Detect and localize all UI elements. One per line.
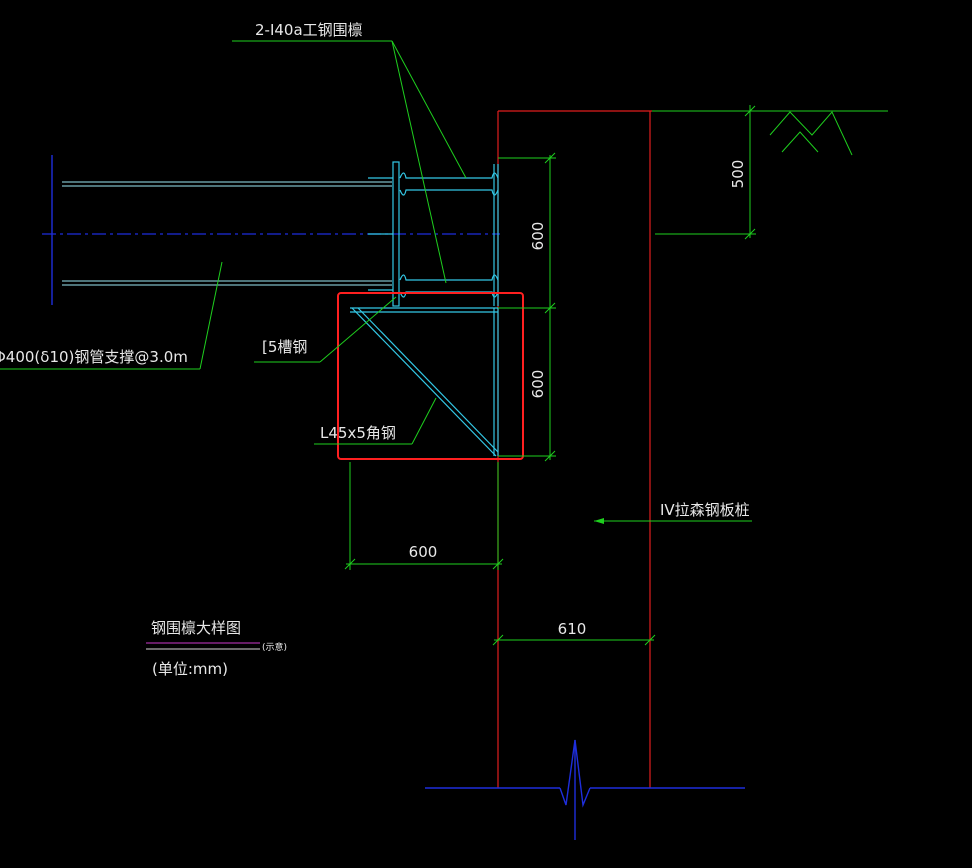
label-waler: 2-I40a工钢围檩	[232, 21, 467, 284]
unit-note: (单位:mm)	[152, 660, 228, 678]
drawing-title: 钢围檩大样图	[151, 619, 241, 637]
highlight-box	[337, 292, 524, 460]
label-sheet-pile: IV拉森钢板桩	[594, 501, 752, 524]
label-strut: Φ400(δ10)钢管支撑@3.0m	[0, 261, 223, 370]
dim-lower-600: 600	[529, 370, 547, 399]
dim-horizontal-600: 600	[409, 543, 438, 561]
sheet-pile-label: IV拉森钢板桩	[660, 501, 750, 519]
label-channel: [5槽钢	[254, 296, 397, 363]
angle-label: L45x5角钢	[320, 424, 396, 442]
ground-surface	[652, 110, 888, 156]
dim-500: 500	[729, 160, 747, 189]
channel-label: [5槽钢	[262, 338, 307, 356]
sheet-pile	[497, 110, 652, 788]
label-angle: L45x5角钢	[314, 397, 437, 445]
dimension-610: 610	[492, 620, 656, 646]
strut-label: Φ400(δ10)钢管支撑@3.0m	[0, 348, 188, 366]
waler-label: 2-I40a工钢围檩	[255, 21, 363, 39]
dimension-500: 500	[655, 105, 756, 240]
dim-upper-600: 600	[529, 222, 547, 251]
break-line	[425, 739, 745, 840]
steel-pipe-strut	[42, 155, 500, 305]
dim-610: 610	[558, 620, 587, 638]
scale-note: (示意)	[262, 641, 287, 653]
drawing-title-block: 钢围檩大样图 (示意) (单位:mm)	[146, 619, 287, 678]
dimension-vertical-600: 600 600	[498, 152, 556, 462]
bracket	[350, 307, 499, 457]
dimension-horizontal-600: 600	[344, 462, 504, 570]
